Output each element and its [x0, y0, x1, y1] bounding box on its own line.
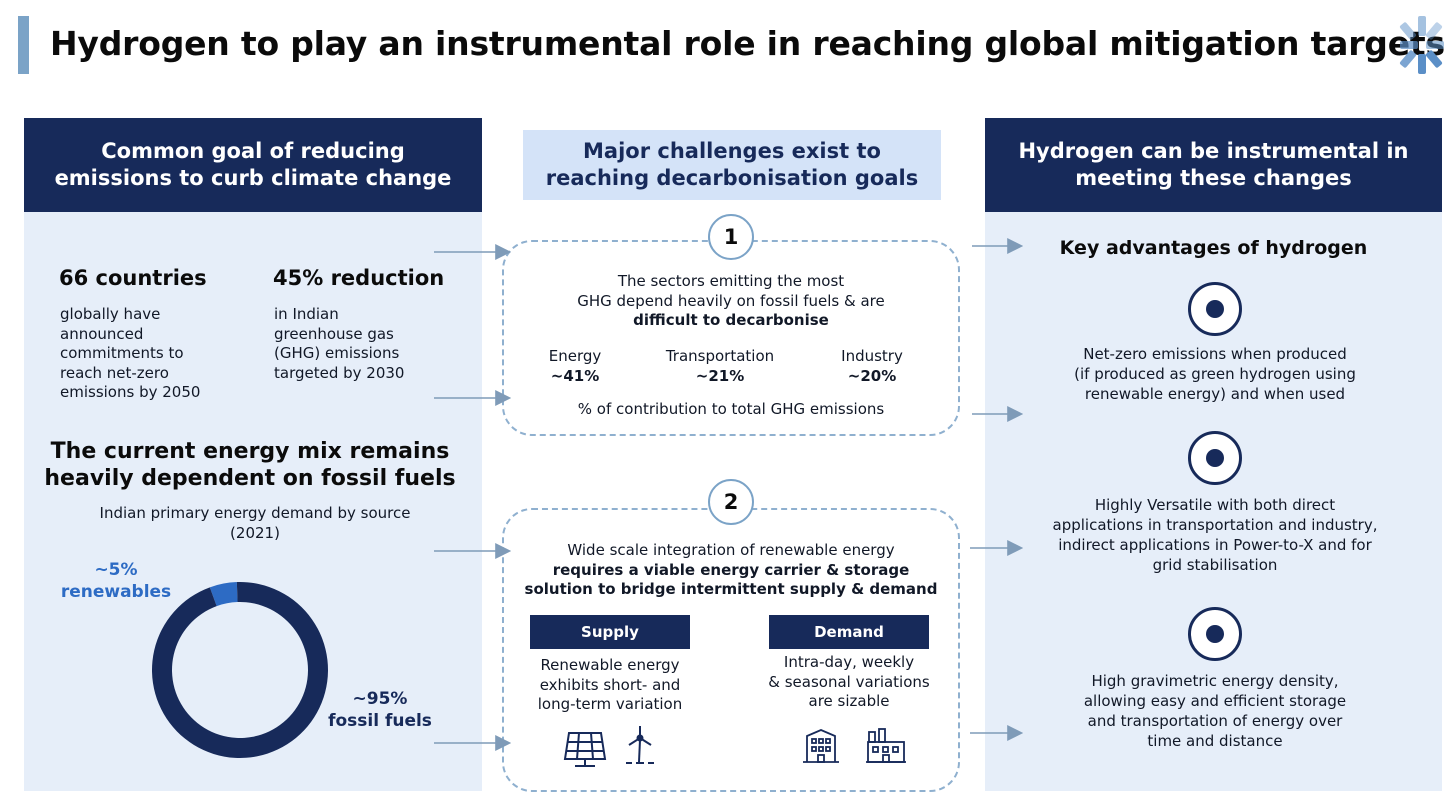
supply-tag: Supply	[530, 615, 690, 649]
renewables-value: ~5%	[94, 560, 138, 580]
stat-countries-text: globally have announced commitments to r…	[60, 305, 201, 401]
title-accent-bar	[18, 16, 29, 74]
target-icon	[1188, 607, 1242, 661]
donut-slice-renewables	[209, 582, 238, 607]
sector-energy: Energy ~41%	[548, 347, 602, 385]
energy-mix-subtitle: Indian primary energy demand by source (…	[99, 504, 411, 542]
challenge-1-text: The sectors emitting the most GHG depend…	[577, 272, 885, 329]
fossil-fuels-label: ~95% fossil fuels	[320, 688, 440, 732]
advantages-title: Key advantages of hydrogen	[1059, 237, 1368, 259]
sector-transportation: Transportation ~21%	[665, 347, 775, 385]
demand-tag: Demand	[769, 615, 929, 649]
left-panel	[24, 118, 482, 791]
challenge-number-1: 1	[708, 214, 754, 260]
advantage-2-text: Highly Versatile with both direct applic…	[1052, 496, 1378, 574]
energy-mix-donut-chart	[152, 582, 328, 758]
target-icon	[1188, 282, 1242, 336]
factory-icon	[866, 728, 906, 763]
advantage-3-text: High gravimetric energy density, allowin…	[1083, 672, 1347, 750]
donut-slice-fossil-fuels	[152, 582, 328, 758]
stat-reduction-text: in Indian greenhouse gas (GHG) emissions…	[274, 305, 405, 382]
renewables-name: renewables	[60, 582, 172, 602]
demand-text: Intra-day, weekly & seasonal variations …	[768, 653, 930, 710]
challenge-2-text: Wide scale integration of renewable ener…	[524, 541, 938, 598]
advantage-1-text: Net-zero emissions when produced (if pro…	[1074, 345, 1356, 403]
stat-countries-value: 66 countries	[59, 266, 207, 290]
supply-text: Renewable energy exhibits short- and lon…	[537, 656, 683, 713]
wind-turbine-icon	[626, 726, 654, 764]
stat-reduction-value: 45% reduction	[273, 266, 445, 290]
solar-panel-icon	[563, 732, 607, 767]
fossil-fuels-value: ~95%	[352, 689, 408, 709]
page-title: Hydrogen to play an instrumental role in…	[50, 24, 1445, 63]
logo-icon	[1399, 16, 1444, 74]
sector-industry: Industry ~20%	[841, 347, 903, 385]
target-icon	[1188, 431, 1242, 485]
sector-footnote: % of contribution to total GHG emissions	[577, 400, 885, 418]
fossil-fuels-name: fossil fuels	[328, 711, 432, 731]
building-icon	[803, 729, 839, 763]
renewables-label: ~5% renewables	[56, 559, 176, 603]
challenge-number-2: 2	[708, 479, 754, 525]
energy-mix-title: The current energy mix remains heavily d…	[44, 439, 456, 491]
